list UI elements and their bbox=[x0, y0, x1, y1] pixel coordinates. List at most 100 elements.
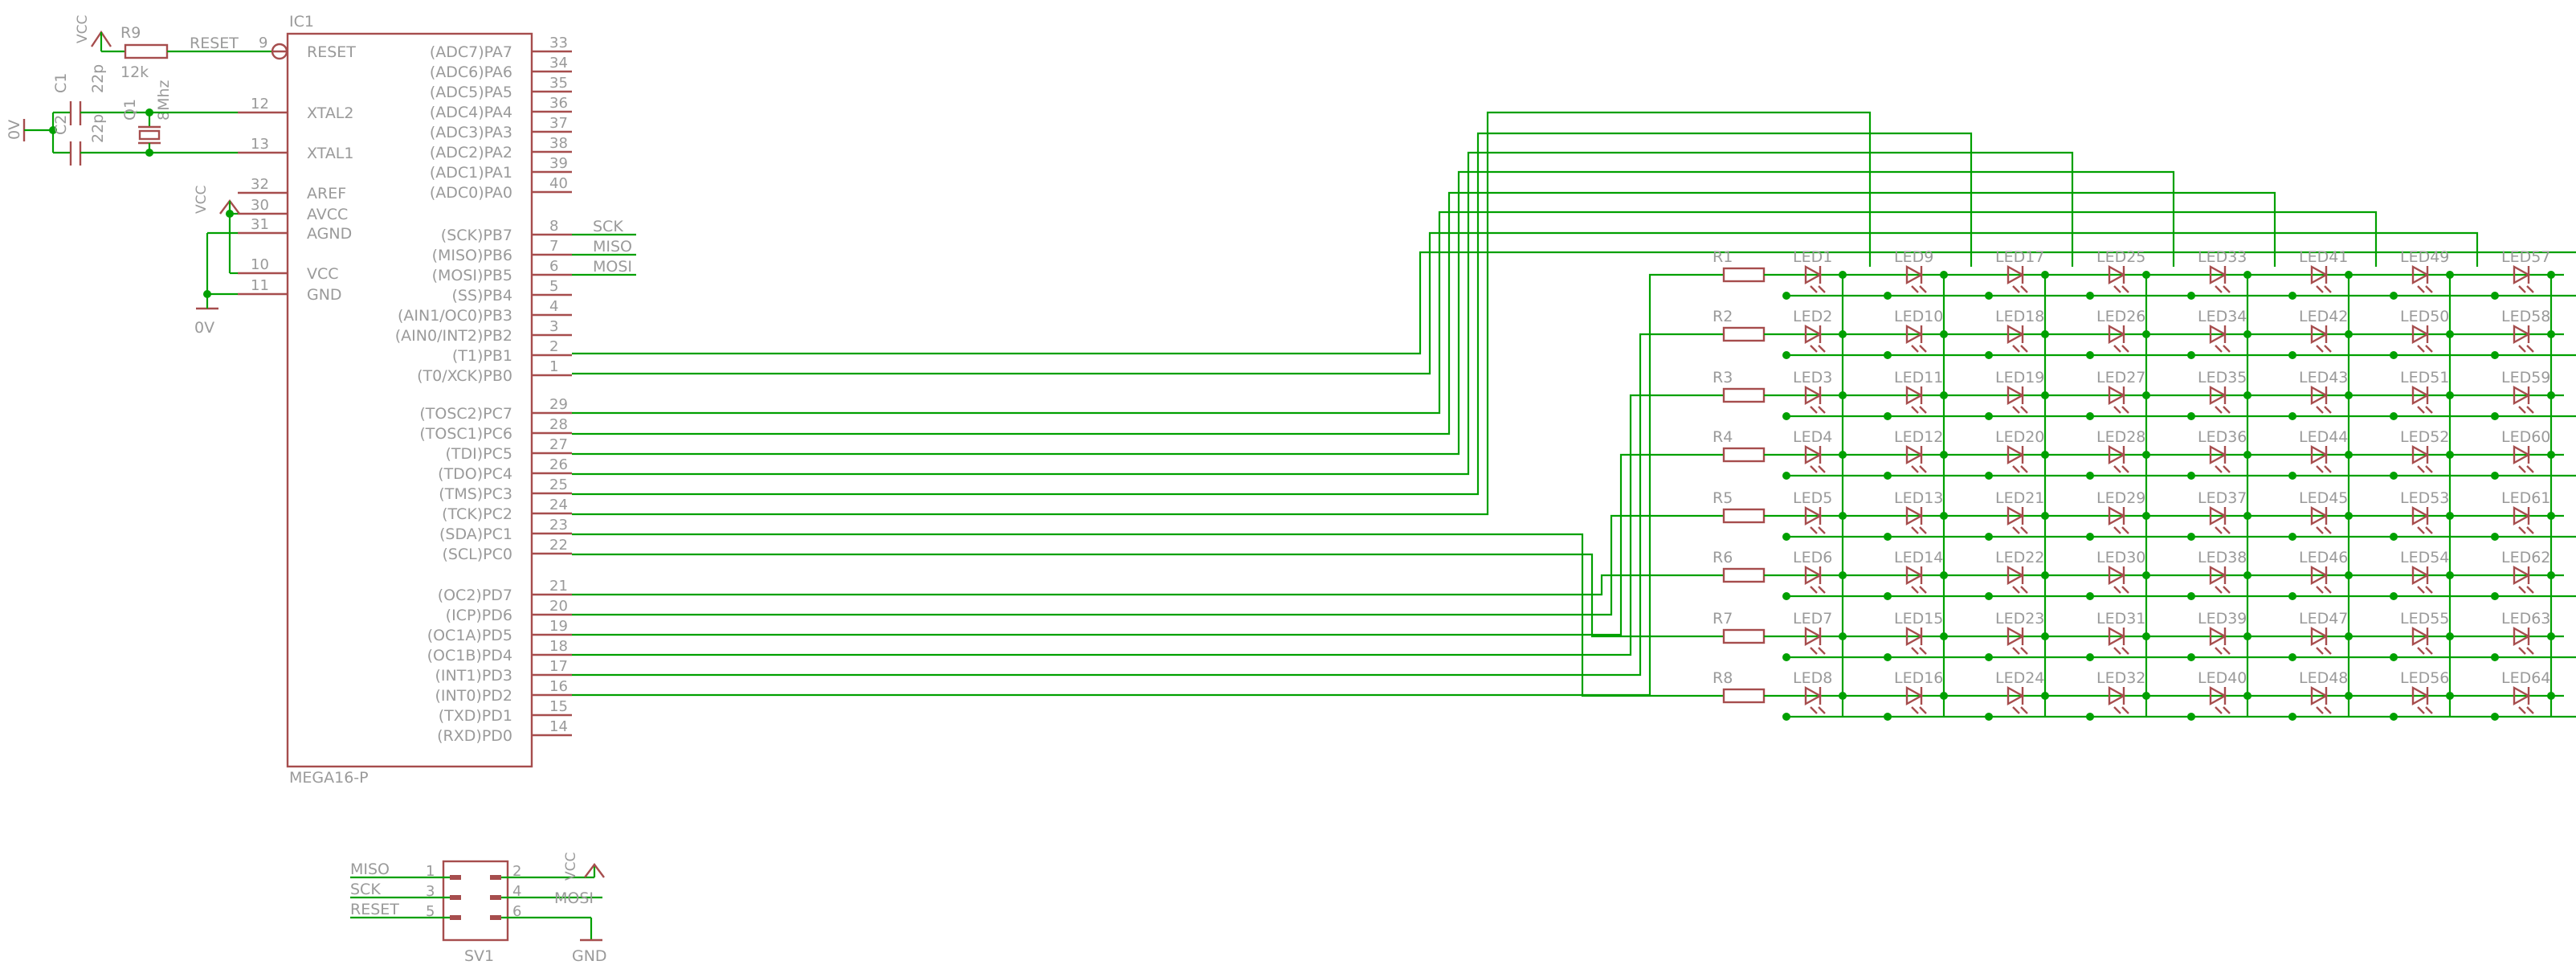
resistor-r8[interactable] bbox=[1722, 688, 1766, 704]
led-led53[interactable]: LED53 bbox=[2390, 489, 2454, 541]
ic1-pin-label: (SS)PB4 bbox=[451, 287, 512, 305]
led-led41[interactable]: LED41 bbox=[2288, 248, 2353, 300]
led-led56[interactable]: LED56 bbox=[2390, 669, 2454, 721]
led-led48[interactable]: LED48 bbox=[2288, 669, 2353, 721]
ic1-left-pins: RESET9XTAL212XTAL113AREF32AVCC30AGND31VC… bbox=[238, 35, 356, 304]
ic1-pin-label: AREF bbox=[307, 185, 346, 202]
zero-v-label-mid: 0V bbox=[194, 319, 214, 337]
led-label: LED48 bbox=[2299, 669, 2348, 687]
reset-net-label: RESET bbox=[190, 35, 239, 52]
led-led45[interactable]: LED45 bbox=[2288, 489, 2353, 541]
led-label: LED43 bbox=[2299, 369, 2348, 386]
led-led12[interactable]: LED12 bbox=[1884, 428, 1948, 480]
q1-value-label: 8Mhz bbox=[155, 80, 173, 121]
led-led17[interactable]: LED17 bbox=[1985, 248, 2049, 300]
led-led33[interactable]: LED33 bbox=[2187, 248, 2251, 300]
led-led42[interactable]: LED42 bbox=[2288, 308, 2353, 359]
ic1-pin-label: AGND bbox=[307, 225, 352, 243]
sv1-mosi-label: MOSI bbox=[554, 889, 594, 907]
ic1-pin-number: 35 bbox=[549, 75, 568, 92]
led-led52[interactable]: LED52 bbox=[2390, 428, 2454, 480]
led-led20[interactable]: LED20 bbox=[1985, 428, 2049, 480]
led-label: LED40 bbox=[2198, 669, 2247, 687]
led-label: LED32 bbox=[2096, 669, 2145, 687]
led-led32[interactable]: LED32 bbox=[2086, 669, 2150, 721]
led-led18[interactable]: LED18 bbox=[1985, 308, 2049, 359]
sck-net-label: SCK bbox=[593, 218, 623, 235]
resistor-r6[interactable] bbox=[1722, 567, 1766, 583]
ic1-pin-number: 10 bbox=[251, 256, 269, 273]
led-led22[interactable]: LED22 bbox=[1985, 549, 2049, 600]
led-led64[interactable]: LED64 bbox=[2491, 669, 2555, 721]
ic1-pin-number: 12 bbox=[251, 96, 269, 112]
led-led37[interactable]: LED37 bbox=[2187, 489, 2251, 541]
ic1-pin-number: 2 bbox=[549, 338, 558, 355]
crystal-circuit: 0V C1 22p C2 22p Q1 8Mhz bbox=[6, 64, 238, 166]
resistor-r7[interactable] bbox=[1722, 628, 1766, 644]
led-led50[interactable]: LED50 bbox=[2390, 308, 2454, 359]
ic1-pin-number: 31 bbox=[251, 216, 269, 233]
resistor-r1[interactable] bbox=[1722, 267, 1766, 283]
c2-value-label: 22p bbox=[89, 114, 107, 143]
led-led25[interactable]: LED25 bbox=[2086, 248, 2150, 300]
led-label: LED45 bbox=[2299, 489, 2348, 507]
led-label: LED54 bbox=[2400, 549, 2449, 566]
led-led9[interactable]: LED9 bbox=[1884, 248, 1948, 300]
led-led6[interactable]: LED6 bbox=[1782, 549, 1847, 600]
led-led21[interactable]: LED21 bbox=[1985, 489, 2049, 541]
ic1-microcontroller[interactable]: IC1 MEGA16-P RESET9XTAL212XTAL113AREF32A… bbox=[238, 13, 572, 787]
led-led15[interactable]: LED15 bbox=[1884, 610, 1948, 661]
led-led11[interactable]: LED11 bbox=[1884, 369, 1948, 420]
column-net-wire bbox=[572, 151, 2074, 476]
sv1-pin-1: 1 bbox=[426, 863, 435, 880]
led-led55[interactable]: LED55 bbox=[2390, 610, 2454, 661]
led-label: LED64 bbox=[2501, 669, 2550, 687]
led-led4[interactable]: LED4 bbox=[1782, 428, 1847, 480]
led-led16[interactable]: LED16 bbox=[1884, 669, 1948, 721]
led-label: LED57 bbox=[2501, 248, 2550, 266]
led-led10[interactable]: LED10 bbox=[1884, 308, 1948, 359]
led-led43[interactable]: LED43 bbox=[2288, 369, 2353, 420]
ic1-pin-number: 28 bbox=[549, 416, 568, 433]
column-net-wire bbox=[572, 111, 1872, 516]
led-led57[interactable]: LED57 bbox=[2491, 248, 2555, 300]
resistor-r9[interactable] bbox=[124, 43, 169, 59]
led-led35[interactable]: LED35 bbox=[2187, 369, 2251, 420]
led-led40[interactable]: LED40 bbox=[2187, 669, 2251, 721]
led-led49[interactable]: LED49 bbox=[2390, 248, 2454, 300]
ic1-ref-label: IC1 bbox=[289, 13, 314, 31]
resistor-r5[interactable] bbox=[1722, 508, 1766, 524]
led-led8[interactable]: LED8 bbox=[1782, 669, 1847, 721]
resistor-r3[interactable] bbox=[1722, 387, 1766, 403]
led-led5[interactable]: LED5 bbox=[1782, 489, 1847, 541]
led-led3[interactable]: LED3 bbox=[1782, 369, 1847, 420]
led-led27[interactable]: LED27 bbox=[2086, 369, 2150, 420]
row-net-wire bbox=[572, 333, 1724, 677]
led-led46[interactable]: LED46 bbox=[2288, 549, 2353, 600]
led-led47[interactable]: LED47 bbox=[2288, 610, 2353, 661]
led-led28[interactable]: LED28 bbox=[2086, 428, 2150, 480]
sv1-pin-2: 2 bbox=[512, 863, 521, 880]
led-label: LED39 bbox=[2198, 610, 2247, 628]
led-led29[interactable]: LED29 bbox=[2086, 489, 2150, 541]
led-led19[interactable]: LED19 bbox=[1985, 369, 2049, 420]
led-led36[interactable]: LED36 bbox=[2187, 428, 2251, 480]
led-label: LED3 bbox=[1793, 369, 1832, 386]
sv1-body bbox=[442, 860, 509, 942]
led-led2[interactable]: LED2 bbox=[1782, 308, 1847, 359]
ic1-value-label: MEGA16-P bbox=[289, 769, 369, 787]
resistor-r2[interactable] bbox=[1722, 326, 1766, 342]
led-led13[interactable]: LED13 bbox=[1884, 489, 1948, 541]
led-led61[interactable]: LED61 bbox=[2491, 489, 2555, 541]
isp-header-sv1[interactable]: SV1 1 2 3 4 5 6 MISO SCK RESET VCC MOSI … bbox=[350, 852, 607, 965]
resistor-label: R4 bbox=[1713, 428, 1733, 446]
row-net-wire bbox=[572, 514, 1724, 616]
led-led62[interactable]: LED62 bbox=[2491, 549, 2555, 600]
led-led54[interactable]: LED54 bbox=[2390, 549, 2454, 600]
led-label: LED33 bbox=[2198, 248, 2247, 266]
ic1-pin-number: 27 bbox=[549, 436, 568, 453]
led-led59[interactable]: LED59 bbox=[2491, 369, 2555, 420]
led-led26[interactable]: LED26 bbox=[2086, 308, 2150, 359]
resistor-r4[interactable] bbox=[1722, 447, 1766, 463]
